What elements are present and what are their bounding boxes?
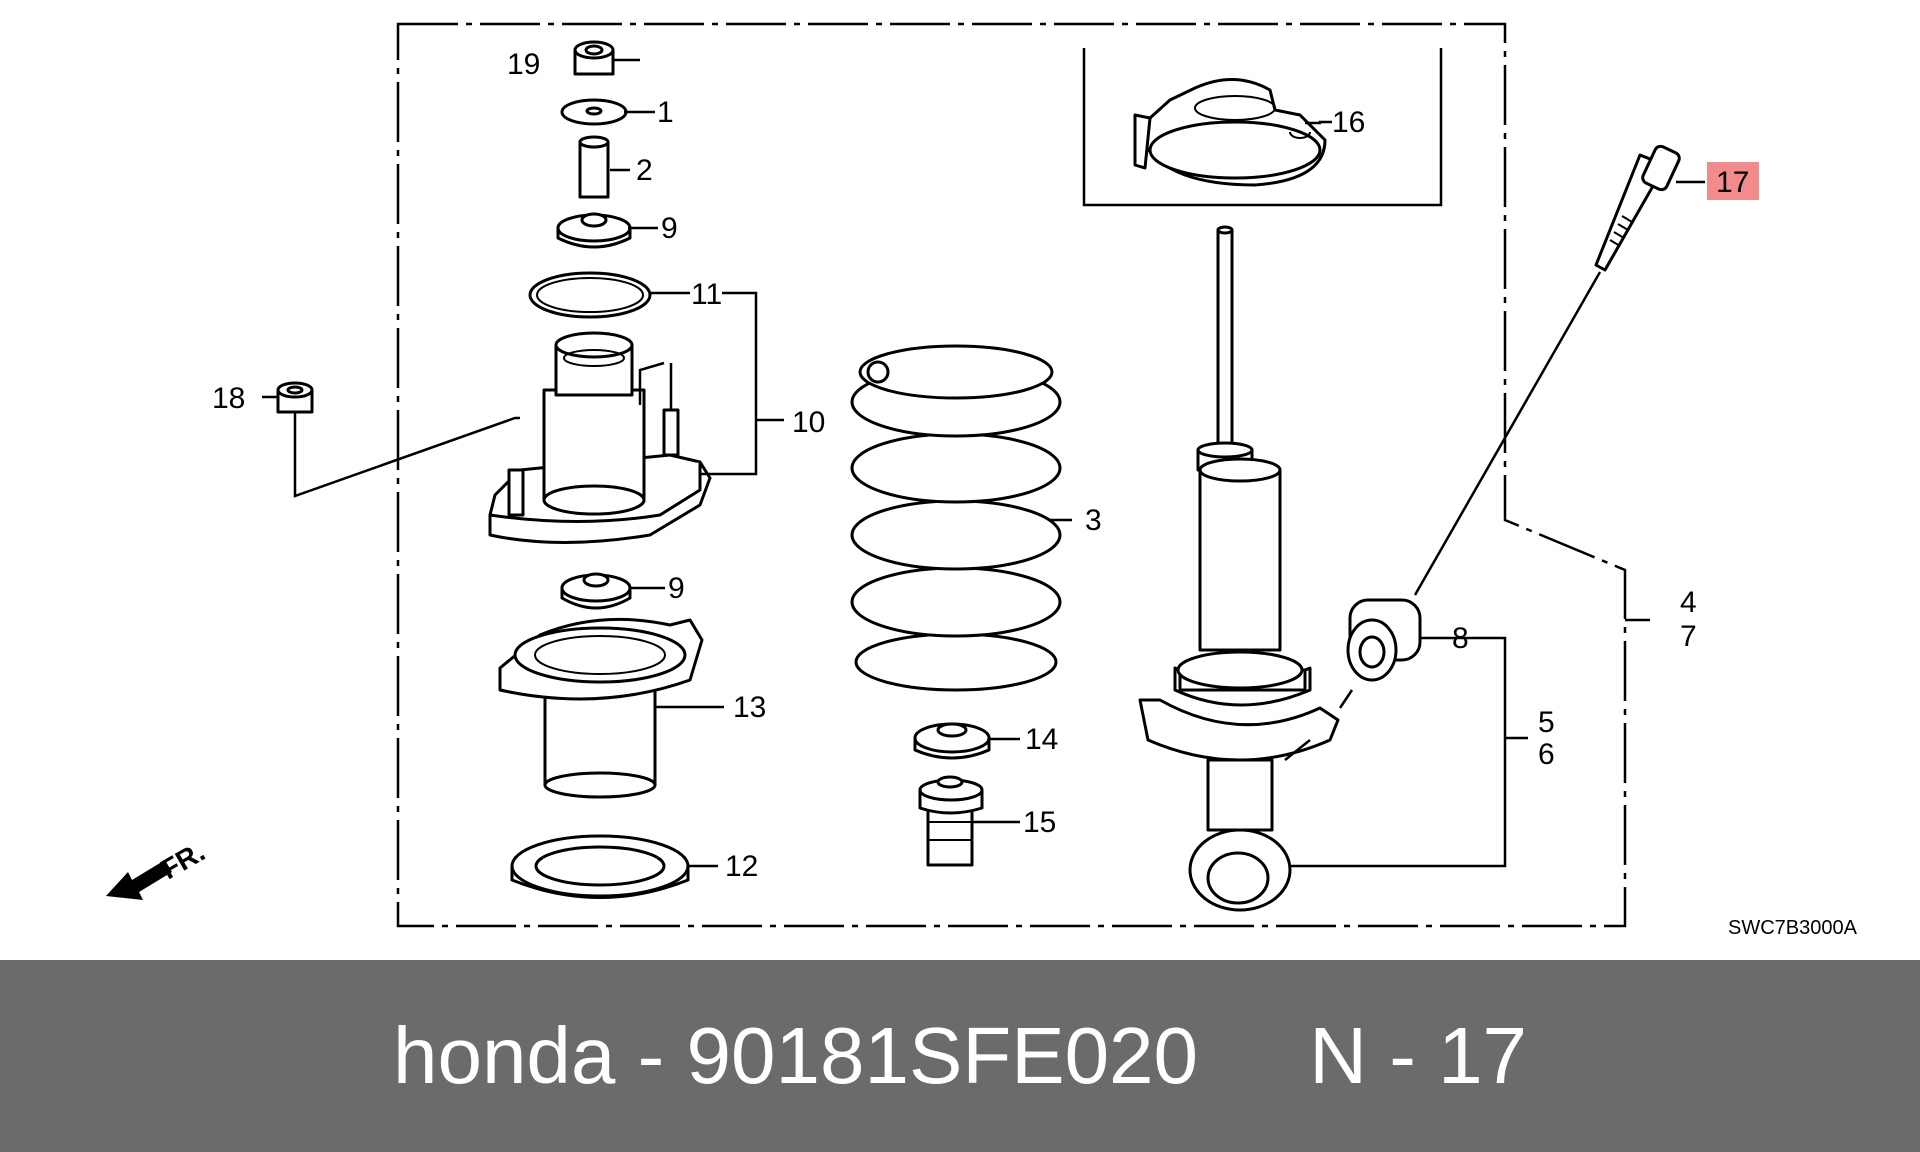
callout-13: 13	[733, 691, 766, 724]
part-10-mount-base[interactable]	[488, 331, 712, 544]
part-17-bolt[interactable]	[1594, 144, 1681, 272]
separator: -	[615, 1011, 687, 1100]
part-number: 90181SFE020	[686, 1011, 1199, 1100]
callout-16: 16	[1332, 106, 1365, 139]
callout-7: 7	[1680, 620, 1697, 653]
diagram-code: SWC7B3000A	[1728, 917, 1858, 939]
callout-11: 11	[691, 278, 722, 311]
callout-17-highlight	[1707, 162, 1759, 200]
ref-prefix: N -	[1309, 1011, 1439, 1100]
callout-12: 12	[725, 850, 758, 883]
inset-box	[1082, 48, 1443, 207]
callout-2: 2	[636, 154, 653, 187]
brand-name: honda	[392, 1011, 616, 1100]
callout-15: 15	[1023, 806, 1056, 839]
part-19-nut[interactable]	[573, 40, 615, 76]
parts-diagram: 19 1 2 9 11 10 18 9 13 12 3 14 15 16 17 …	[106, 22, 1858, 939]
part-8-bushing[interactable]	[1346, 598, 1422, 682]
part-15-bump-stop[interactable]	[918, 775, 984, 867]
front-direction-arrow: FR.	[106, 836, 210, 900]
assembly-frame	[396, 22, 1627, 928]
callout-19: 19	[507, 48, 540, 81]
part-12-spring-seat[interactable]	[510, 834, 690, 899]
footer-gap	[1198, 1010, 1309, 1102]
part-3-coil-spring[interactable]	[850, 344, 1062, 692]
part-9-lower-bushing[interactable]	[560, 572, 632, 610]
callout-10: 10	[792, 406, 825, 439]
callout-3: 3	[1085, 504, 1102, 537]
callout-17: 17	[1716, 166, 1749, 199]
callout-5: 5	[1538, 706, 1555, 739]
part-11-o-ring[interactable]	[528, 271, 652, 319]
part-1-washer[interactable]	[560, 98, 628, 126]
part-4-7-shock-absorber[interactable]	[1138, 225, 1340, 912]
callout-14: 14	[1025, 723, 1058, 756]
part-13-dust-cover[interactable]	[498, 617, 704, 799]
callout-9-upper: 9	[661, 212, 678, 245]
direction-label: FR.	[156, 836, 211, 885]
footer-bar: honda - 90181SFE020 N - 17	[0, 960, 1920, 1152]
part-16-upper-seat[interactable]	[1133, 78, 1327, 187]
part-18-nut[interactable]	[276, 381, 314, 414]
ref-number: 17	[1438, 1011, 1528, 1100]
callout-9-lower: 9	[668, 572, 685, 605]
part-9-upper-bushing[interactable]	[556, 212, 632, 249]
part-14-bumper-ring[interactable]	[913, 722, 991, 760]
callout-4: 4	[1680, 586, 1697, 619]
callout-6: 6	[1538, 738, 1555, 771]
callout-18: 18	[212, 382, 245, 415]
callout-8: 8	[1452, 622, 1469, 655]
callout-1: 1	[657, 96, 674, 129]
leader-lines	[262, 58, 1705, 868]
part-2-collar[interactable]	[578, 135, 610, 199]
